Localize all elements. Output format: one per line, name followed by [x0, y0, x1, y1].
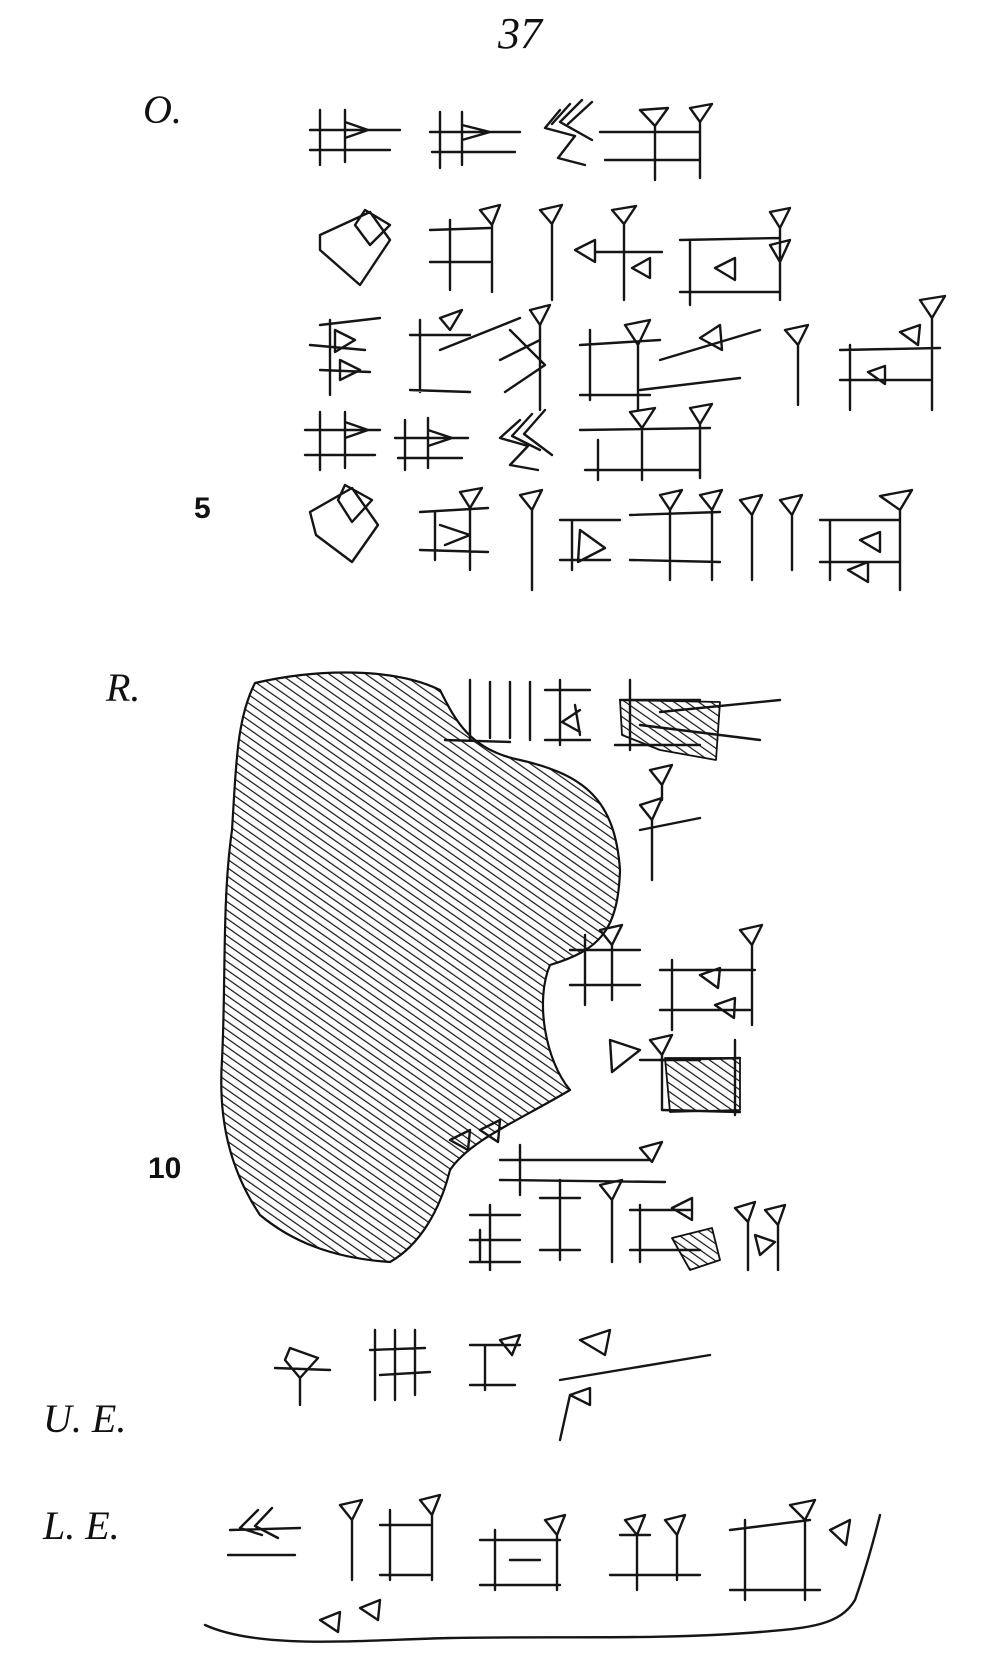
cuneiform-line-5	[308, 483, 914, 592]
damaged-area-hatching-small	[664, 1057, 741, 1113]
line-number-5: 5	[194, 492, 211, 525]
line-number-10: 10	[148, 1152, 182, 1185]
cuneiform-upper-edge	[273, 1328, 712, 1442]
damaged-area-hatching-small	[619, 699, 721, 761]
page-number: 37	[498, 9, 542, 58]
damaged-area-hatching	[220, 671, 622, 1264]
cuneiform-line-4	[303, 402, 714, 482]
cuneiform-lower-edge	[203, 1493, 882, 1643]
obverse-label: O.	[143, 87, 182, 132]
lower-edge-label: L. E.	[43, 1503, 120, 1548]
reverse-label: R.	[106, 665, 141, 710]
upper-edge-label: U. E.	[43, 1396, 127, 1441]
cuneiform-line-1	[308, 98, 714, 182]
cuneiform-line-2	[318, 203, 792, 307]
cuneiform-line-3	[308, 294, 947, 412]
cuneiform-reverse-lines	[443, 678, 787, 1272]
